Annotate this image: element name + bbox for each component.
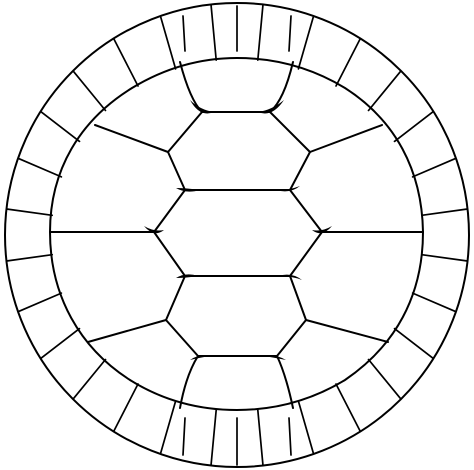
top-notch-left — [182, 15, 186, 52]
marginal-divider — [411, 157, 456, 178]
marginal-divider — [367, 358, 402, 400]
marginal-dividers — [6, 4, 468, 466]
bead-hex4-left — [176, 274, 198, 278]
marginal-divider — [159, 16, 177, 70]
marginal-divider — [367, 70, 402, 112]
vertebral-plate-3 — [153, 189, 323, 277]
vertebral-plate-2 — [167, 111, 311, 191]
vertebral-column — [153, 61, 323, 409]
costal-line-right-3 — [305, 319, 389, 343]
vertebral-plate-4 — [165, 275, 307, 357]
marginal-divider — [256, 409, 264, 466]
costal-dividers — [49, 124, 424, 343]
marginal-divider — [393, 327, 434, 359]
bead-hex3-left — [144, 226, 164, 234]
bead-hex4-right — [278, 274, 302, 280]
bead-hex3-right — [312, 226, 332, 234]
marginal-divider — [72, 358, 107, 400]
costal-line-left-1 — [94, 124, 169, 153]
vertebral-plate-5 — [179, 355, 294, 409]
outer-rim — [4, 2, 470, 468]
marginal-divider — [256, 4, 264, 61]
marginal-divider — [210, 409, 218, 466]
bead-top-right — [258, 100, 284, 114]
marginal-divider — [335, 38, 361, 87]
bottom-notch-right — [288, 417, 292, 456]
bead-bottom-left — [190, 355, 210, 360]
costal-line-left-3 — [87, 319, 167, 343]
bottom-notch-left — [182, 417, 186, 456]
marginal-divider — [335, 383, 361, 432]
bead-hex2-right — [276, 186, 300, 192]
marginal-divider — [18, 292, 63, 313]
marginal-divider — [113, 383, 139, 432]
marginal-divider — [113, 38, 139, 87]
marginal-ring — [6, 4, 468, 466]
vertebral-plate-1 — [179, 61, 294, 113]
marginal-divider — [393, 111, 434, 143]
marginal-divider — [40, 327, 81, 359]
marginal-divider — [420, 253, 468, 262]
rim-notches — [182, 5, 292, 466]
marginal-divider — [6, 253, 54, 262]
junction-beads — [144, 100, 332, 360]
marginal-divider — [297, 16, 315, 70]
marginal-divider — [72, 70, 107, 112]
marginal-divider — [210, 4, 218, 61]
costal-line-right-1 — [309, 124, 383, 153]
top-notch-right — [288, 15, 292, 52]
marginal-divider — [40, 111, 81, 143]
marginal-divider — [159, 400, 177, 454]
marginal-divider — [420, 208, 468, 217]
bead-bottom-right — [264, 355, 286, 360]
bead-hex2-left — [176, 188, 200, 192]
marginal-divider — [297, 400, 315, 454]
marginal-divider — [18, 157, 63, 178]
marginal-divider — [6, 208, 54, 217]
marginal-divider — [411, 292, 456, 313]
bead-top-left — [190, 100, 214, 114]
